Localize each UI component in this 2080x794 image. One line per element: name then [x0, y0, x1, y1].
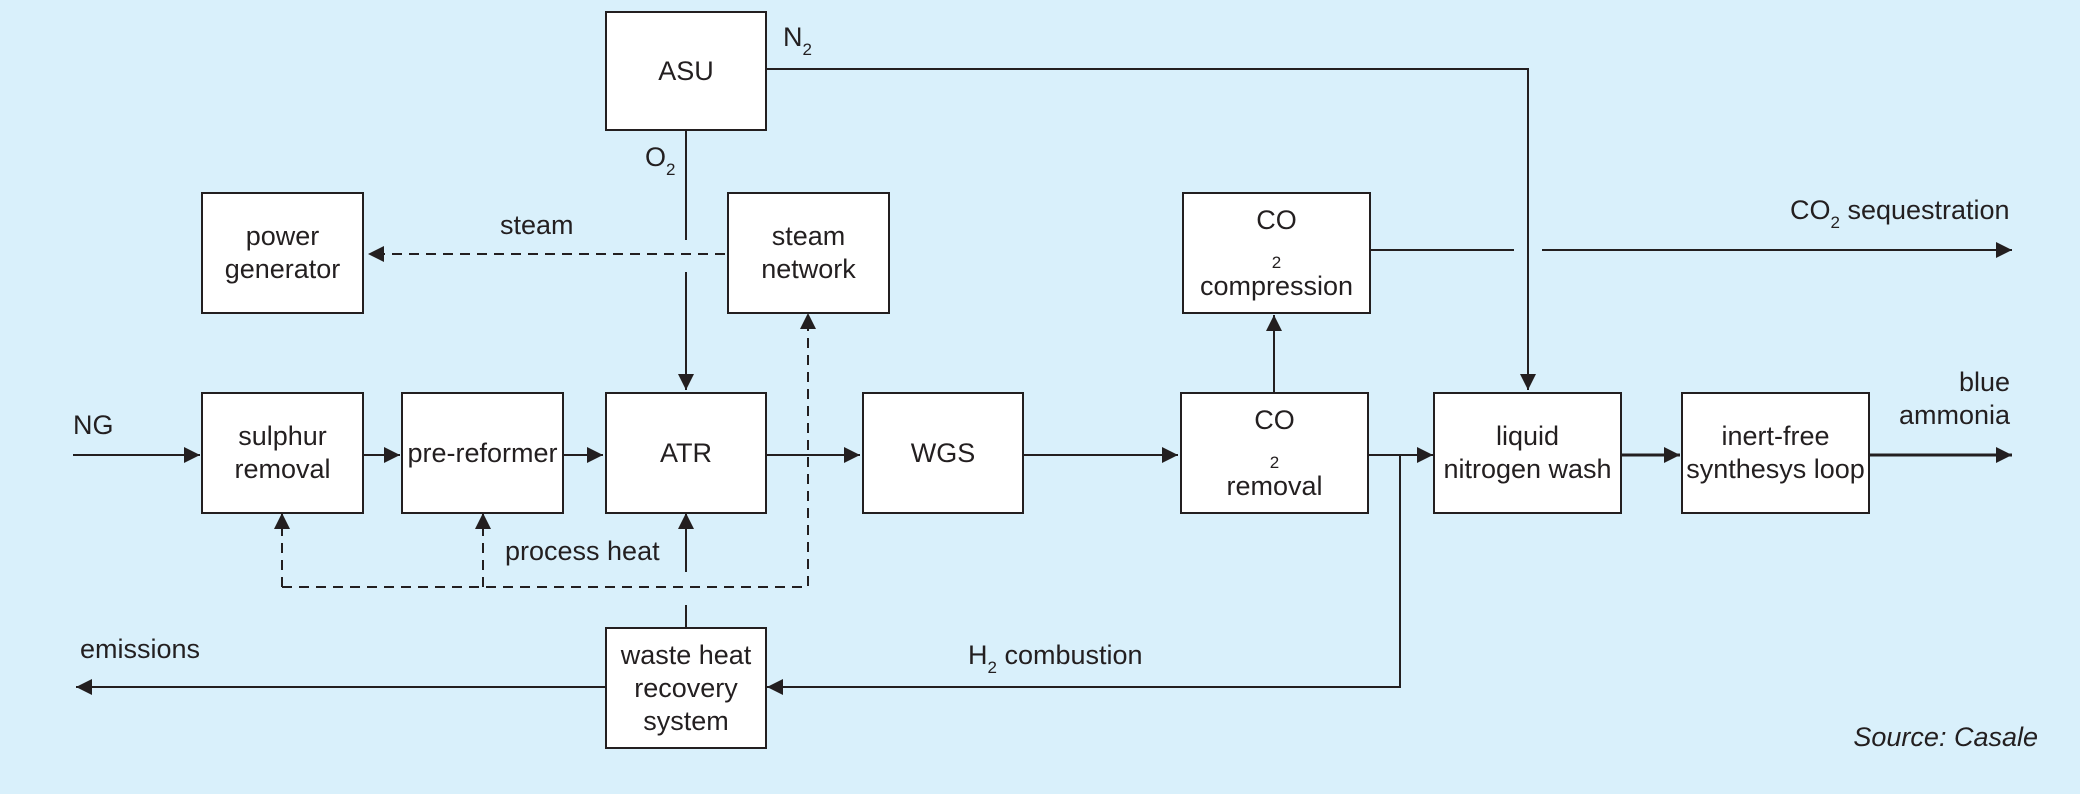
asu-label: ASU — [658, 55, 714, 86]
co2-removal-subscript: 2 — [1269, 452, 1280, 472]
blue-ammonia-line1: blue — [1958, 367, 2010, 397]
loop-label-line2: synthesys loop — [1686, 454, 1865, 484]
atr-box: ATR — [605, 392, 767, 514]
whrs-label-line2: recovery — [634, 672, 738, 703]
whrs-label-line1: waste heat — [620, 639, 752, 670]
co2-seq-label-subscript: 2 — [1830, 213, 1840, 232]
power-generator-label-line2: generator — [224, 254, 341, 284]
co2-removal-co: CO — [1254, 404, 1295, 435]
liquid-nitrogen-wash-box: liquid nitrogen wash — [1433, 392, 1622, 514]
steam-network-label-line2: network — [761, 254, 856, 284]
power-generator-label-line1: power — [245, 221, 320, 251]
steam-network-label-line1: steam — [771, 221, 846, 251]
co2-removal-label-line1: CO 2 — [1226, 404, 1322, 472]
sulphur-removal-label-line1: sulphur — [238, 421, 327, 451]
atr-label: ATR — [660, 437, 712, 468]
wgs-box: WGS — [862, 392, 1024, 514]
h2-label-main: H — [968, 640, 988, 670]
pre-reformer-label: pre-reformer — [407, 437, 558, 468]
h2-label-subscript: 2 — [987, 658, 997, 677]
co2-compression-label-line1: CO 2 — [1200, 204, 1353, 272]
co2-compression-co: CO — [1256, 204, 1297, 235]
co2-removal-label-line2: removal — [1226, 470, 1323, 501]
co2-removal-box: CO 2 removal — [1180, 392, 1369, 514]
steam-network-box: steam network — [727, 192, 890, 314]
process-heat-label: process heat — [505, 536, 660, 566]
co2-seq-label-rest: sequestration — [1839, 195, 2010, 225]
whrs-label-line3: system — [643, 705, 729, 736]
asu-box: ASU — [605, 11, 767, 131]
n2-label: N2 — [783, 22, 812, 59]
n2-label-main: N — [783, 22, 803, 52]
inert-free-loop-box: inert-free synthesys loop — [1681, 392, 1870, 514]
process-heat-dashed-network — [282, 313, 816, 588]
co2-sequestration-label: CO2 sequestration — [1790, 195, 2010, 232]
h2-label-rest: combustion — [996, 640, 1143, 670]
co2-compression-box: CO 2 compression — [1182, 192, 1371, 314]
co2-compression-label-line2: compression — [1199, 270, 1354, 301]
lnw-label-line2: nitrogen wash — [1443, 454, 1612, 484]
source-caption: Source: Casale — [1853, 722, 2038, 752]
emissions-label: emissions — [80, 634, 201, 664]
o2-label: O2 — [645, 142, 676, 179]
waste-heat-recovery-box: waste heat recovery system — [605, 627, 767, 749]
n2-line — [765, 68, 1536, 390]
blue-ammonia-label: blue ammonia — [1880, 366, 2010, 432]
pre-reformer-box: pre-reformer — [401, 392, 564, 514]
sulphur-removal-box: sulphur removal — [201, 392, 364, 514]
n2-label-subscript: 2 — [802, 40, 812, 59]
co2-compression-subscript: 2 — [1271, 252, 1282, 272]
h2-combustion-line — [767, 455, 1401, 695]
lnw-label-line1: liquid — [1495, 421, 1560, 451]
blue-ammonia-line2: ammonia — [1898, 400, 2010, 430]
loop-label-line1: inert-free — [1721, 421, 1830, 451]
sulphur-removal-label-line2: removal — [234, 454, 331, 484]
power-generator-box: power generator — [201, 192, 364, 314]
co2-seq-label-main: CO — [1790, 195, 1831, 225]
steam-label: steam — [500, 210, 574, 240]
h2-combustion-label: H2 combustion — [968, 640, 1143, 677]
wgs-label: WGS — [910, 437, 976, 468]
ng-label: NG — [73, 410, 114, 440]
o2-label-subscript: 2 — [666, 160, 676, 179]
o2-label-main: O — [645, 142, 667, 172]
